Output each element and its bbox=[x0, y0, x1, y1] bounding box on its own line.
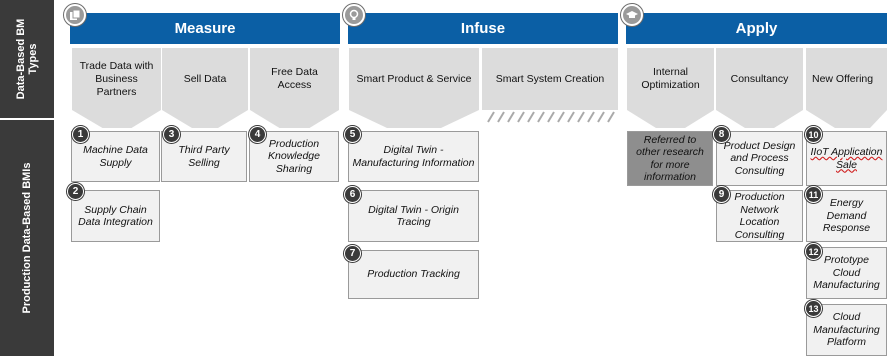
bmi-card-8: Product Design and Process Consulting bbox=[716, 131, 803, 186]
bmi-number-8: 8 bbox=[713, 126, 730, 143]
bmi-number-1: 1 bbox=[72, 126, 89, 143]
type-smart-product: Smart Product & Service bbox=[356, 72, 472, 85]
bmi-label-5: Digital Twin - Manufacturing Information bbox=[352, 144, 475, 169]
sidebar-types: Data-Based BM Types bbox=[0, 0, 54, 118]
bmi-number-10: 10 bbox=[805, 126, 822, 143]
sidebar-arrow bbox=[0, 108, 54, 118]
bmi-label-1: Machine Data Supply bbox=[83, 144, 148, 169]
bmi-label-13: Cloud Manufacturing Platform bbox=[813, 311, 880, 349]
referred-note: Referred to other research for more info… bbox=[627, 131, 713, 186]
sidebar-bmis: Production Data-Based BMIs bbox=[0, 120, 54, 356]
type-new-offering: New Offering bbox=[812, 72, 874, 85]
bmi-number-2: 2 bbox=[67, 183, 84, 200]
category-infuse-title: Infuse bbox=[460, 20, 506, 37]
bmi-number-9: 9 bbox=[713, 186, 730, 203]
bmi-label-11: Energy Demand Response bbox=[822, 197, 871, 235]
document-icon bbox=[64, 4, 86, 26]
type-trade-data: Trade Data with Business Partners bbox=[79, 59, 154, 98]
bmi-label-7: Production Tracking bbox=[367, 268, 460, 281]
bmi-card-5: Digital Twin - Manufacturing Information bbox=[348, 131, 479, 182]
bmi-label-3: Third Party Selling bbox=[178, 144, 230, 169]
bmi-card-2: Supply Chain Data Integration bbox=[71, 190, 160, 242]
type-internal-optimization: Internal Optimization bbox=[641, 66, 700, 91]
bmi-number-4: 4 bbox=[249, 126, 266, 143]
category-apply-title: Apply bbox=[735, 20, 778, 37]
graduation-cap-icon bbox=[621, 4, 643, 26]
bmi-card-7: Production Tracking bbox=[348, 250, 479, 299]
type-smart-system: Smart System Creation bbox=[495, 72, 605, 85]
bmi-number-7: 7 bbox=[344, 245, 361, 262]
lightbulb-icon bbox=[343, 4, 365, 26]
type-consultancy: Consultancy bbox=[730, 72, 789, 85]
bmi-card-4: Production Knowledge Sharing bbox=[249, 131, 339, 182]
bmi-number-13: 13 bbox=[805, 300, 822, 317]
type-shapes bbox=[72, 48, 887, 128]
category-infuse: Infuse bbox=[348, 13, 618, 44]
bmi-label-9: Production Network Location Consulting bbox=[734, 191, 785, 241]
bmi-label-12: Prototype Cloud Manufacturing bbox=[813, 254, 880, 292]
referred-note-label: Referred to other research for more info… bbox=[636, 133, 704, 184]
bmi-number-6: 6 bbox=[344, 186, 361, 203]
bmi-card-6: Digital Twin - Origin Tracing bbox=[348, 190, 479, 242]
bmi-label-10: IIoT Application Sale bbox=[810, 146, 883, 171]
bmi-number-11: 11 bbox=[805, 186, 822, 203]
bmi-label-8: Product Design and Process Consulting bbox=[723, 139, 796, 177]
category-measure-title: Measure bbox=[174, 20, 236, 37]
bmi-number-3: 3 bbox=[163, 126, 180, 143]
bmi-label-2: Supply Chain Data Integration bbox=[78, 203, 153, 229]
bmi-card-9: Production Network Location Consulting bbox=[716, 190, 803, 242]
bmi-label-4: Production Knowledge Sharing bbox=[268, 137, 320, 175]
bmi-number-12: 12 bbox=[805, 243, 822, 260]
sidebar-bmis-label: Production Data-Based BMIs bbox=[21, 162, 33, 314]
category-apply: Apply bbox=[626, 13, 887, 44]
type-sell-data: Sell Data bbox=[183, 72, 227, 85]
type-free-data-access: Free Data Access bbox=[271, 66, 318, 91]
category-measure: Measure bbox=[70, 13, 340, 44]
bmi-number-5: 5 bbox=[344, 126, 361, 143]
bmi-label-6: Digital Twin - Origin Tracing bbox=[368, 203, 459, 229]
